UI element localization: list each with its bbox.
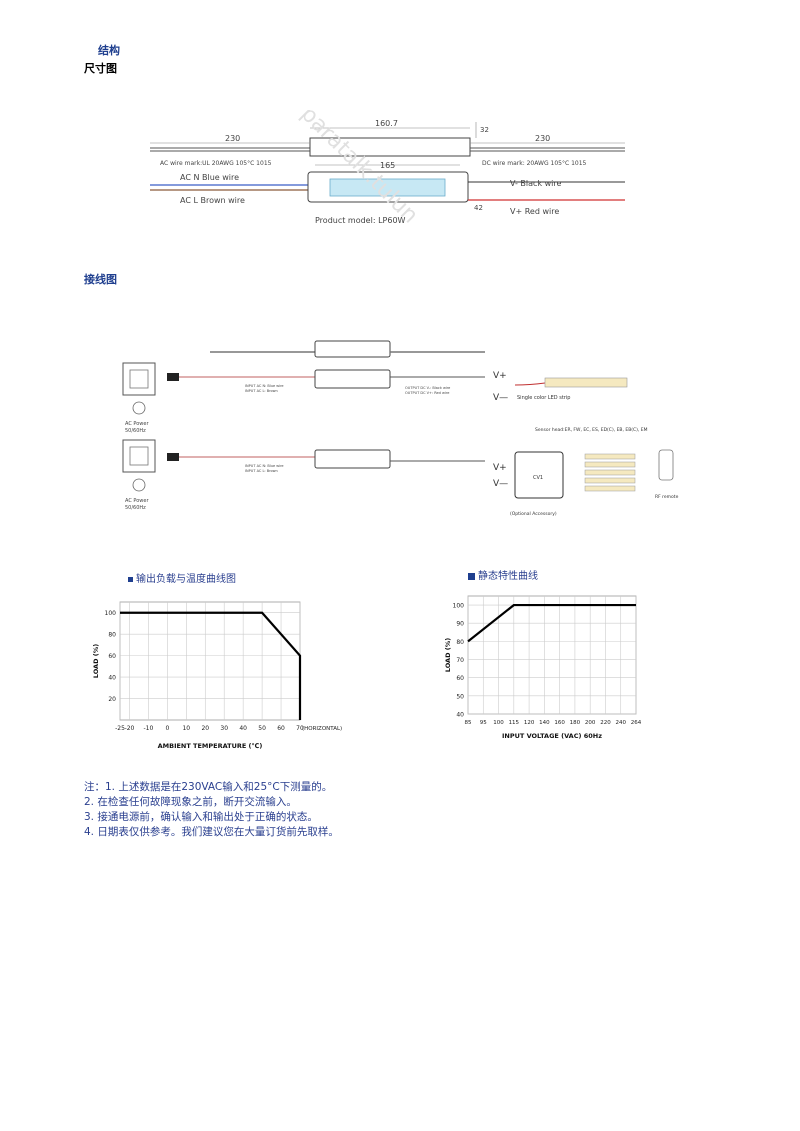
x-tick-label: 85 [465,720,472,726]
x-tick-label: 200 [585,720,596,726]
dim-top-height: 32 [480,126,489,134]
y-tick-label: 70 [456,657,464,664]
x-tick-label: 240 [615,720,626,726]
chart-right-title: 静态特性曲线 [468,567,538,582]
section-structure-title: 结构 [98,44,120,57]
x-tick-label: 30 [220,725,228,732]
product-model-label: Product model: LP60W [315,216,406,225]
x-tick-label: -20 [125,725,135,732]
plug-icon-2 [167,453,179,461]
wiring-diagram: AC Power 50/60Hz INPUT AC N: Blue wire I… [122,340,679,517]
y-tick-label: 40 [108,675,116,682]
svg-text:(Optional Accessory): (Optional Accessory) [510,511,557,517]
note-line-2: 2. 在检查任何故障现象之前，断开交流输入。 [84,796,297,808]
svg-text:OUTPUT DC V+: Red wire: OUTPUT DC V+: Red wire [405,391,449,395]
y-tick-label: 20 [108,696,116,703]
svg-text:INPUT AC L: Brown: INPUT AC L: Brown [245,469,278,473]
svg-text:V—: V— [493,393,508,403]
x-axis-label: INPUT VOLTAGE (VAC) 60Hz [502,732,602,740]
led-strip-icon [544,377,628,388]
static-characteristic-chart: 40 50 60 70 80 90 100 85 95 100 115 120 140 160 180 200… [444,595,642,740]
svg-text:V+: V+ [493,371,507,381]
x-tick-label: 180 [570,720,581,726]
dimension-drawing: 230 160.7 230 32 AC wire mark:UL 20AWG 1… [150,110,625,228]
x-tick-label: 20 [201,725,209,732]
v-minus-label: V- Black wire [510,179,562,188]
x-tick-label: 60 [277,725,285,732]
plug-icon-1 [167,373,179,381]
y-axis-label: LOAD (%) [444,638,452,672]
svg-text:OUTPUT DC V-: Black wire: OUTPUT DC V-: Black wire [405,386,450,390]
svg-text:INPUT AC L: Brown: INPUT AC L: Brown [245,389,278,393]
series-line [120,611,302,720]
dim-left-length: 230 [225,134,240,143]
x-tick-label: 95 [480,720,487,726]
x-tick-label: 10 [182,725,190,732]
derating-chart: 20 40 60 80 100 -25-20 -10 0 10 20 30 40 50 60 70(HORI… [92,601,342,750]
y-axis-label: LOAD (%) [92,644,100,678]
dc-wire-mark: DC wire mark: 20AWG 105°C 1015 [482,160,587,167]
x-tick-label: 50 [258,725,266,732]
x-tick-label: -25 [115,725,125,732]
section-dimension-subtitle: 尺寸图 [84,62,117,75]
y-tick-label: 80 [108,632,116,639]
ac-n-label: AC N Blue wire [180,173,239,182]
svg-text:Single color LED strip: Single color LED strip [517,395,570,401]
y-tick-label: 60 [108,653,116,660]
controller-box [514,451,564,499]
y-tick-label: 90 [456,621,464,628]
section-wiring-title: 接线图 [84,273,117,286]
x-tick-label: 264 [631,720,642,726]
svg-text:V+: V+ [493,463,507,473]
y-tick-label: 40 [456,712,464,719]
y-tick-label: 50 [456,693,464,700]
rf-remote-icon [658,449,674,481]
x-tick-label: 0 [165,725,169,732]
ac-power-label-2: AC Power [125,498,149,504]
dim-side-height: 42 [474,204,483,212]
svg-text:CV1: CV1 [533,475,543,481]
svg-text:V—: V— [493,479,508,489]
ac-power-label-1: AC Power [125,421,149,427]
svg-text:Sensor head:ER, FW, EC, ES, ED: Sensor head:ER, FW, EC, ES, ED(C), EB, E… [535,427,648,433]
y-tick-label: 100 [453,603,465,610]
notes-block: 注：1. 上述数据是在230VAC输入和25°C下测量的。 2. 在检查任何故障… [84,780,339,840]
x-tick-label: 40 [239,725,247,732]
dim-body-width: 165 [380,161,395,170]
dim-right-length: 230 [535,134,550,143]
note-line-4: 4. 日期表仅供参考。我们建议您在大量订货前先取样。 [84,826,339,838]
series-line [467,603,636,643]
ac-l-label: AC L Brown wire [180,196,245,205]
note-line-3: 3. 接通电源前，确认输入和输出处于正确的状态。 [84,811,318,823]
x-tick-label: 115 [509,720,520,726]
plot-area [467,595,637,715]
v-plus-label: V+ Red wire [510,207,559,216]
ac-wire-mark: AC wire mark:UL 20AWG 105°C 1015 [160,160,272,167]
x-tick-label: -10 [144,725,154,732]
ac-source-icon [132,401,146,415]
plot-area [119,601,301,721]
x-extra-label: (HORIZONTAL) [302,726,342,732]
x-tick-label: 120 [524,720,535,726]
x-tick-label: 140 [539,720,550,726]
ac-freq-label-1: 50/60Hz [125,428,146,434]
y-tick-label: 100 [105,610,117,617]
note-line-1: 注：1. 上述数据是在230VAC输入和25°C下测量的。 [84,781,333,793]
x-tick-label: 160 [554,720,565,726]
x-tick-label: 220 [600,720,611,726]
dim-body-length: 160.7 [375,119,398,128]
x-axis-label: AMBIENT TEMPERATURE (℃) [158,742,263,750]
ac-freq-label-2: 50/60Hz [125,505,146,511]
chart-left-title: 输出负载与温度曲线图 [128,570,236,585]
svg-text:INPUT AC N: Blue wire: INPUT AC N: Blue wire [245,464,284,468]
y-tick-label: 80 [456,639,464,646]
x-tick-label: 100 [493,720,504,726]
x-tick-label: 70 [296,725,304,732]
svg-text:RF remote: RF remote [655,494,679,500]
svg-text:INPUT AC N: Blue wire: INPUT AC N: Blue wire [245,384,284,388]
y-tick-label: 60 [456,675,464,682]
